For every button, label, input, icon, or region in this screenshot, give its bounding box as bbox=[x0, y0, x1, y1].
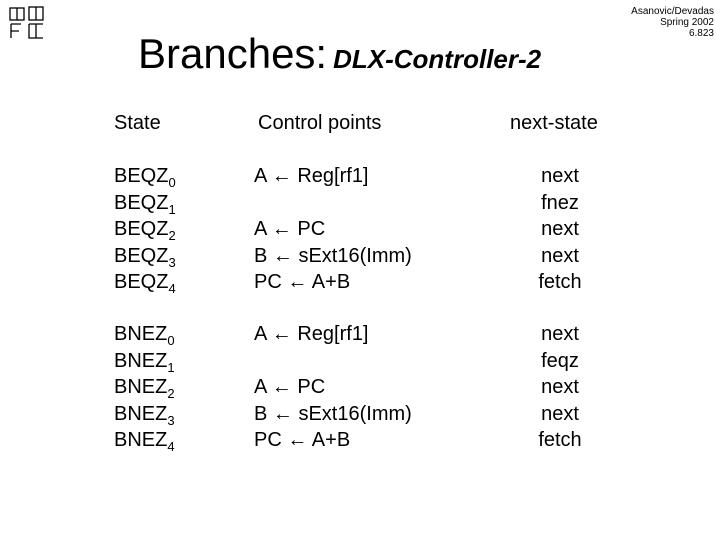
state-subscript: 3 bbox=[167, 412, 175, 428]
title-main: Branches: bbox=[138, 30, 328, 77]
beqz-next-states: next fnez next next fetch bbox=[520, 163, 600, 296]
control-point: A ← PC bbox=[254, 218, 326, 240]
control-point: PC ← A+B bbox=[254, 429, 351, 451]
state-label: BEQZ bbox=[114, 244, 169, 267]
control-point: B ← sExt16(Imm) bbox=[254, 402, 412, 425]
next-state: next bbox=[541, 323, 579, 345]
state-name: BNEZ3 bbox=[114, 401, 175, 428]
slide-title: Branches:DLX-Controller-2 bbox=[138, 30, 541, 78]
state-subscript: 0 bbox=[168, 175, 176, 190]
bnez-next-states: next feqz next next fetch bbox=[520, 321, 600, 454]
next-state: next bbox=[541, 218, 579, 240]
state-name: BEQZ3 bbox=[114, 243, 176, 270]
state-subscript: 2 bbox=[168, 228, 176, 243]
course-line: 6.823 bbox=[688, 28, 714, 39]
state-name: BNEZ4 bbox=[114, 427, 175, 454]
mit-logo bbox=[9, 6, 44, 39]
state-label: BNEZ bbox=[114, 349, 168, 372]
state-column-header: State bbox=[114, 112, 161, 134]
control-point bbox=[254, 348, 412, 375]
next-state: next bbox=[541, 376, 579, 398]
state-name: BEQZ2 bbox=[114, 216, 176, 243]
state-name: BNEZ2 bbox=[114, 374, 175, 401]
bnez-control-points: A ← Reg[rf1] A ← PC B ← sExt16(Imm) PC ← A+… bbox=[254, 321, 412, 454]
next-state: fetch bbox=[538, 429, 582, 451]
control-point: A ← Reg[rf1] bbox=[254, 323, 369, 345]
state-label: BEQZ bbox=[114, 191, 169, 214]
state-name: BEQZ1 bbox=[114, 190, 176, 217]
next-state: next bbox=[541, 244, 579, 267]
state-name: BEQZ0 bbox=[114, 163, 176, 190]
next-state: feqz bbox=[541, 349, 579, 372]
control-points-column-header: Control points bbox=[258, 112, 382, 134]
state-label: BNEZ bbox=[114, 376, 168, 398]
control-point: A ← PC bbox=[254, 376, 326, 398]
state-label: BNEZ bbox=[114, 402, 168, 425]
state-label: BEQZ bbox=[114, 271, 169, 293]
control-point: B ← sExt16(Imm) bbox=[254, 244, 412, 267]
state-subscript: 0 bbox=[167, 333, 175, 348]
state-label: BNEZ bbox=[114, 429, 168, 451]
state-label: BEQZ bbox=[114, 218, 169, 240]
state-subscript: 1 bbox=[167, 359, 175, 375]
state-subscript: 3 bbox=[168, 254, 176, 270]
state-subscript: 4 bbox=[168, 281, 176, 296]
beqz-control-points: A ← Reg[rf1] A ← PC B ← sExt16(Imm) PC ← A+… bbox=[254, 163, 412, 296]
state-subscript: 2 bbox=[167, 386, 175, 401]
state-name: BNEZ0 bbox=[114, 321, 175, 348]
next-state-column-header: next-state bbox=[510, 112, 598, 134]
state-name: BEQZ4 bbox=[114, 269, 176, 296]
author-line: Asanovic/Devadas bbox=[631, 6, 714, 17]
control-point: PC ← A+B bbox=[254, 271, 351, 293]
course-info: Asanovic/Devadas Spring 2002 6.823 bbox=[631, 6, 714, 39]
state-subscript: 4 bbox=[167, 439, 175, 454]
next-state: fnez bbox=[541, 191, 579, 214]
next-state: fetch bbox=[538, 271, 582, 293]
control-point: A ← Reg[rf1] bbox=[254, 165, 369, 187]
title-sub: DLX-Controller-2 bbox=[333, 44, 542, 74]
state-label: BEQZ bbox=[114, 165, 169, 187]
control-point bbox=[254, 190, 412, 217]
state-name: BNEZ1 bbox=[114, 348, 175, 375]
term-line: Spring 2002 bbox=[660, 17, 714, 28]
state-subscript: 1 bbox=[168, 201, 176, 217]
next-state: next bbox=[541, 165, 579, 187]
next-state: next bbox=[541, 402, 579, 425]
state-label: BNEZ bbox=[114, 323, 168, 345]
